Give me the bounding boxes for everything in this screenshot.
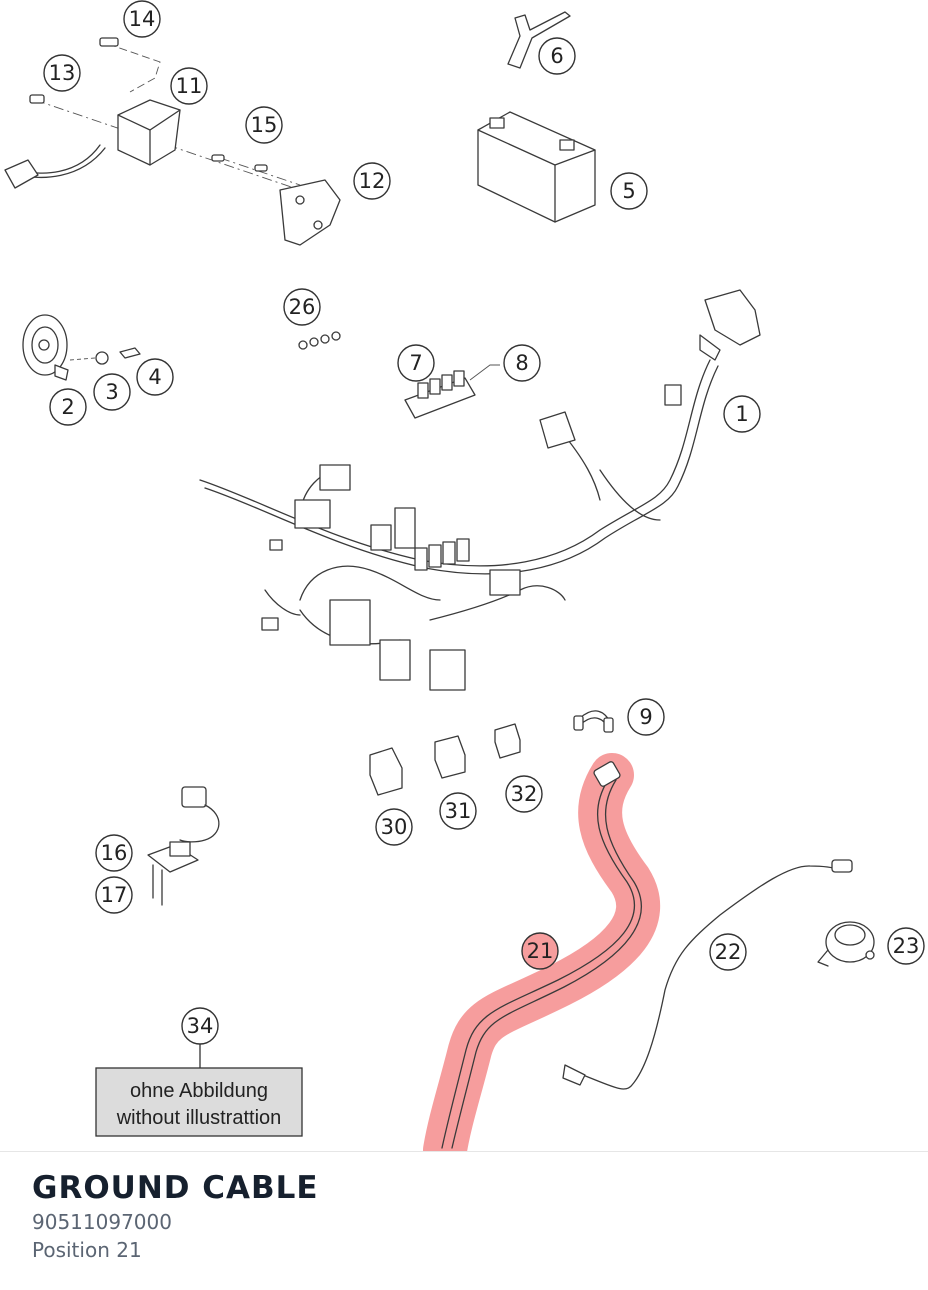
svg-text:6: 6 bbox=[550, 44, 563, 68]
exploded-parts-diagram: 1 2 3 4 5 6 7 8 9 11 12 13 14 15 16 17 2… bbox=[4, 0, 925, 1152]
svg-text:34: 34 bbox=[187, 1014, 214, 1038]
svg-text:17: 17 bbox=[101, 883, 128, 907]
svg-text:30: 30 bbox=[381, 815, 408, 839]
callout-13[interactable]: 13 bbox=[43, 54, 81, 92]
callout-26[interactable]: 26 bbox=[283, 288, 321, 326]
svg-text:8: 8 bbox=[515, 351, 528, 375]
svg-text:9: 9 bbox=[639, 705, 652, 729]
svg-text:23: 23 bbox=[893, 934, 920, 958]
callout-8[interactable]: 8 bbox=[503, 344, 541, 382]
sensor bbox=[147, 786, 220, 906]
svg-text:14: 14 bbox=[129, 7, 156, 31]
horn bbox=[22, 314, 141, 381]
svg-text:15: 15 bbox=[251, 113, 278, 137]
small-cable bbox=[573, 710, 614, 733]
starter-cable bbox=[562, 859, 853, 1090]
svg-text:16: 16 bbox=[101, 841, 128, 865]
svg-text:32: 32 bbox=[511, 782, 538, 806]
callout-21[interactable]: 21 bbox=[521, 932, 559, 970]
svg-text:26: 26 bbox=[289, 295, 316, 319]
svg-text:2: 2 bbox=[61, 395, 74, 419]
callout-32[interactable]: 32 bbox=[505, 775, 543, 813]
without-illustration-note: ohne Abbildung without illustrattion bbox=[95, 1044, 303, 1137]
relays bbox=[369, 723, 521, 796]
clips bbox=[298, 331, 341, 350]
battery bbox=[477, 111, 596, 223]
callout-5[interactable]: 5 bbox=[610, 172, 648, 210]
regulator-assembly bbox=[4, 37, 341, 246]
svg-text:3: 3 bbox=[105, 380, 118, 404]
svg-text:12: 12 bbox=[359, 169, 386, 193]
callout-31[interactable]: 31 bbox=[439, 792, 477, 830]
svg-text:7: 7 bbox=[409, 351, 422, 375]
callout-6[interactable]: 6 bbox=[538, 37, 576, 75]
callout-11[interactable]: 11 bbox=[170, 67, 208, 105]
callout-12[interactable]: 12 bbox=[353, 162, 391, 200]
svg-text:22: 22 bbox=[715, 940, 742, 964]
part-info-panel: GROUND CABLE 90511097000 Position 21 bbox=[32, 1168, 319, 1264]
part-number: 90511097000 bbox=[32, 1210, 172, 1234]
note-line-de: ohne Abbildung bbox=[130, 1080, 268, 1102]
battery-bracket bbox=[507, 11, 571, 69]
svg-text:31: 31 bbox=[445, 799, 472, 823]
callout-23[interactable]: 23 bbox=[887, 927, 925, 965]
callout-7[interactable]: 7 bbox=[397, 344, 435, 382]
callout-9[interactable]: 9 bbox=[627, 698, 665, 736]
svg-text:11: 11 bbox=[176, 74, 203, 98]
callout-30[interactable]: 30 bbox=[375, 808, 413, 846]
callout-1[interactable]: 1 bbox=[723, 395, 761, 433]
callout-15[interactable]: 15 bbox=[245, 106, 283, 144]
starter-relay bbox=[817, 921, 875, 967]
svg-text:21: 21 bbox=[527, 939, 554, 963]
callout-34[interactable]: 34 bbox=[181, 1007, 219, 1045]
part-title: GROUND CABLE bbox=[32, 1170, 319, 1206]
ground-cable-highlight[interactable] bbox=[423, 753, 661, 1152]
callout-14[interactable]: 14 bbox=[123, 0, 161, 38]
svg-text:5: 5 bbox=[622, 179, 635, 203]
callout-16[interactable]: 16 bbox=[95, 834, 133, 872]
callout-17[interactable]: 17 bbox=[95, 876, 133, 914]
fuse-block bbox=[404, 364, 500, 419]
svg-text:1: 1 bbox=[735, 402, 748, 426]
callout-4[interactable]: 4 bbox=[136, 358, 174, 396]
main-wiring-harness bbox=[199, 289, 761, 691]
note-line-en: without illustrattion bbox=[116, 1107, 282, 1129]
callout-22[interactable]: 22 bbox=[709, 933, 747, 971]
svg-text:4: 4 bbox=[148, 365, 161, 389]
part-position: Position 21 bbox=[32, 1238, 142, 1262]
callout-2[interactable]: 2 bbox=[49, 388, 87, 426]
svg-text:13: 13 bbox=[49, 61, 76, 85]
callout-3[interactable]: 3 bbox=[93, 373, 131, 411]
divider bbox=[0, 1151, 928, 1152]
